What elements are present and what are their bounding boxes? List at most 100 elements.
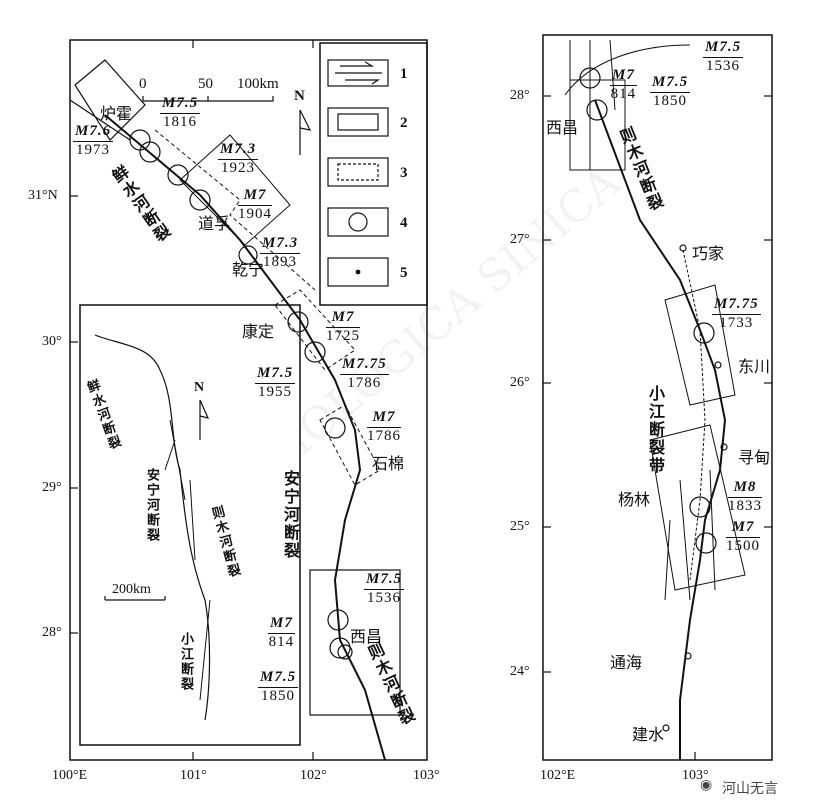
legend-label: 4 [400, 215, 408, 231]
place-label: 东川 [738, 357, 771, 376]
lat-label: 30° [42, 334, 62, 349]
legend-label: 2 [400, 115, 408, 131]
inset-scale-label: 200km [112, 582, 151, 597]
magnitude: M7 [610, 67, 637, 86]
year: 1850 [653, 92, 688, 109]
left-main-fault [104, 114, 386, 761]
place-label: 道孚 [198, 214, 231, 233]
inset-frame [79, 304, 301, 746]
year: 1904 [238, 205, 272, 222]
magnitude: M7 [238, 187, 272, 206]
lat-label: 27° [510, 232, 530, 247]
magnitude: M7.75 [340, 356, 389, 375]
watermark-text: 河山无言 [722, 781, 778, 797]
inset-fault-label: 安宁河断裂 [144, 468, 159, 543]
scale-label-0: 0 [139, 76, 147, 92]
lat-label: 25° [510, 519, 530, 534]
lat-label: 26° [510, 375, 530, 390]
lon-label: 102°E [540, 768, 576, 783]
year: 814 [268, 633, 295, 650]
legend-symbols [327, 59, 389, 287]
place-label: 西昌 [546, 118, 579, 137]
year: 1955 [258, 383, 293, 400]
place-label: 乾宁 [232, 260, 265, 279]
inset-north-label: N [194, 380, 205, 395]
magnitude: M8 [728, 479, 762, 498]
inset-scale-bar [104, 596, 166, 601]
place-label: 杨林 [618, 490, 651, 509]
legend-label: 1 [400, 66, 408, 82]
magnitude: M7.5 [364, 571, 405, 590]
left-ticks [70, 40, 314, 760]
lon-label: 103° [682, 768, 709, 783]
scale-label-50: 50 [198, 76, 213, 92]
place-label: 石棉 [372, 454, 405, 473]
place-label: 康定 [242, 322, 275, 341]
year: 1536 [367, 589, 402, 606]
lon-label: 103° [413, 768, 440, 783]
year: 1973 [76, 141, 111, 158]
lat-label: 29° [42, 480, 62, 495]
lon-label: 101° [180, 768, 207, 783]
magnitude: M7.5 [703, 39, 744, 58]
magnitude: M7 [367, 409, 401, 428]
magnitude: M7.6 [73, 123, 114, 142]
fault-label-xiaojiang: 小江断裂带 [646, 385, 665, 475]
magnitude: M7.3 [218, 141, 259, 160]
right-map-frame [542, 34, 773, 761]
wechat-icon: ◉ [700, 777, 713, 793]
north-arrow-icon [299, 109, 312, 155]
left-epicenter-circles [129, 129, 353, 660]
place-label: 建水 [632, 725, 665, 744]
right-ticks [543, 95, 772, 760]
lon-label: 102° [300, 768, 327, 783]
magnitude: M7 [268, 615, 295, 634]
inset-north-arrow-icon [199, 399, 210, 440]
north-label: N [294, 88, 305, 104]
year: 1923 [221, 159, 256, 176]
magnitude: M7.3 [260, 235, 301, 254]
place-label: 通海 [610, 653, 643, 672]
magnitude: M7.5 [255, 365, 296, 384]
inset-fault-label: 小江断裂 [178, 632, 193, 692]
year: 1850 [261, 687, 296, 704]
year: 1786 [347, 374, 382, 391]
magnitude: M7.5 [160, 95, 201, 114]
year: 1893 [263, 253, 298, 270]
lat-label: 24° [510, 664, 530, 679]
left-map-frame [69, 39, 428, 761]
place-label: 炉霍 [100, 104, 133, 123]
scale-label-100: 100km [237, 76, 279, 92]
year: 1500 [726, 537, 760, 554]
lon-label: 100°E [52, 768, 88, 783]
magnitude: M7.5 [258, 669, 299, 688]
year: 1725 [326, 327, 360, 344]
fault-label-anninghe: 安宁河断裂 [281, 470, 300, 560]
magnitude: M7.5 [650, 74, 691, 93]
legend-box [319, 42, 428, 306]
place-label: 寻甸 [738, 448, 771, 467]
year: 1816 [163, 113, 198, 130]
lat-label: 31°N [28, 188, 58, 203]
lat-label: 28° [42, 625, 62, 640]
legend-label: 5 [400, 265, 408, 281]
magnitude: M7.75 [712, 296, 761, 315]
year: 1786 [367, 427, 401, 444]
place-label: 西昌 [350, 627, 383, 646]
magnitude: M7 [726, 519, 760, 538]
lat-label: 28° [510, 88, 530, 103]
